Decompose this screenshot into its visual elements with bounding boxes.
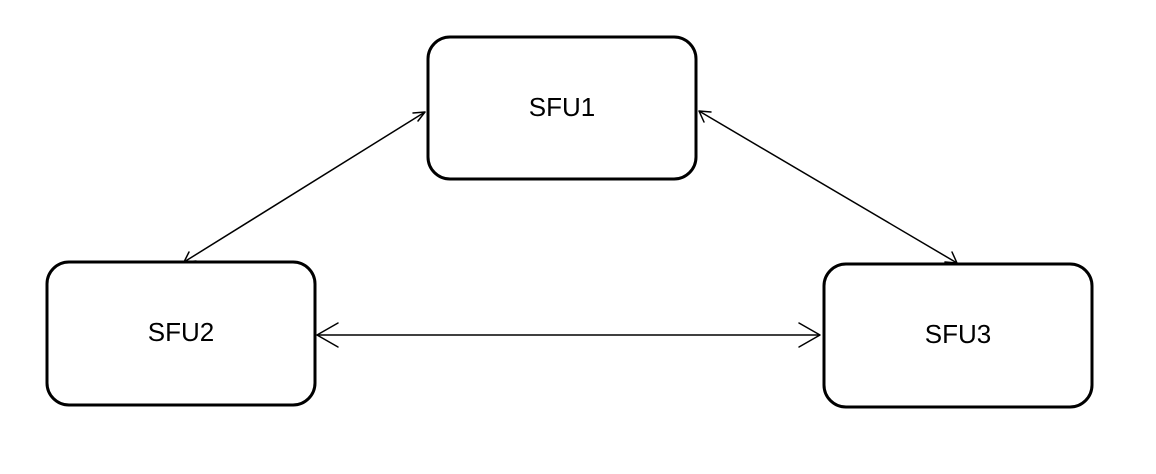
arrowhead-icon <box>412 111 426 122</box>
node-label: SFU3 <box>925 319 991 349</box>
node-label: SFU2 <box>148 317 214 347</box>
node-sfu1: SFU1 <box>426 35 698 181</box>
edge-sfu2-sfu3 <box>316 322 821 348</box>
edge-sfu1-sfu2 <box>183 111 426 263</box>
arrowhead-icon <box>698 110 712 123</box>
arrowhead-icon <box>798 322 821 348</box>
arrowhead-icon <box>316 322 339 348</box>
node-sfu3: SFU3 <box>822 262 1094 409</box>
node-label: SFU1 <box>529 92 595 122</box>
node-sfu2: SFU2 <box>45 260 317 407</box>
edge-sfu1-sfu3 <box>698 110 958 264</box>
